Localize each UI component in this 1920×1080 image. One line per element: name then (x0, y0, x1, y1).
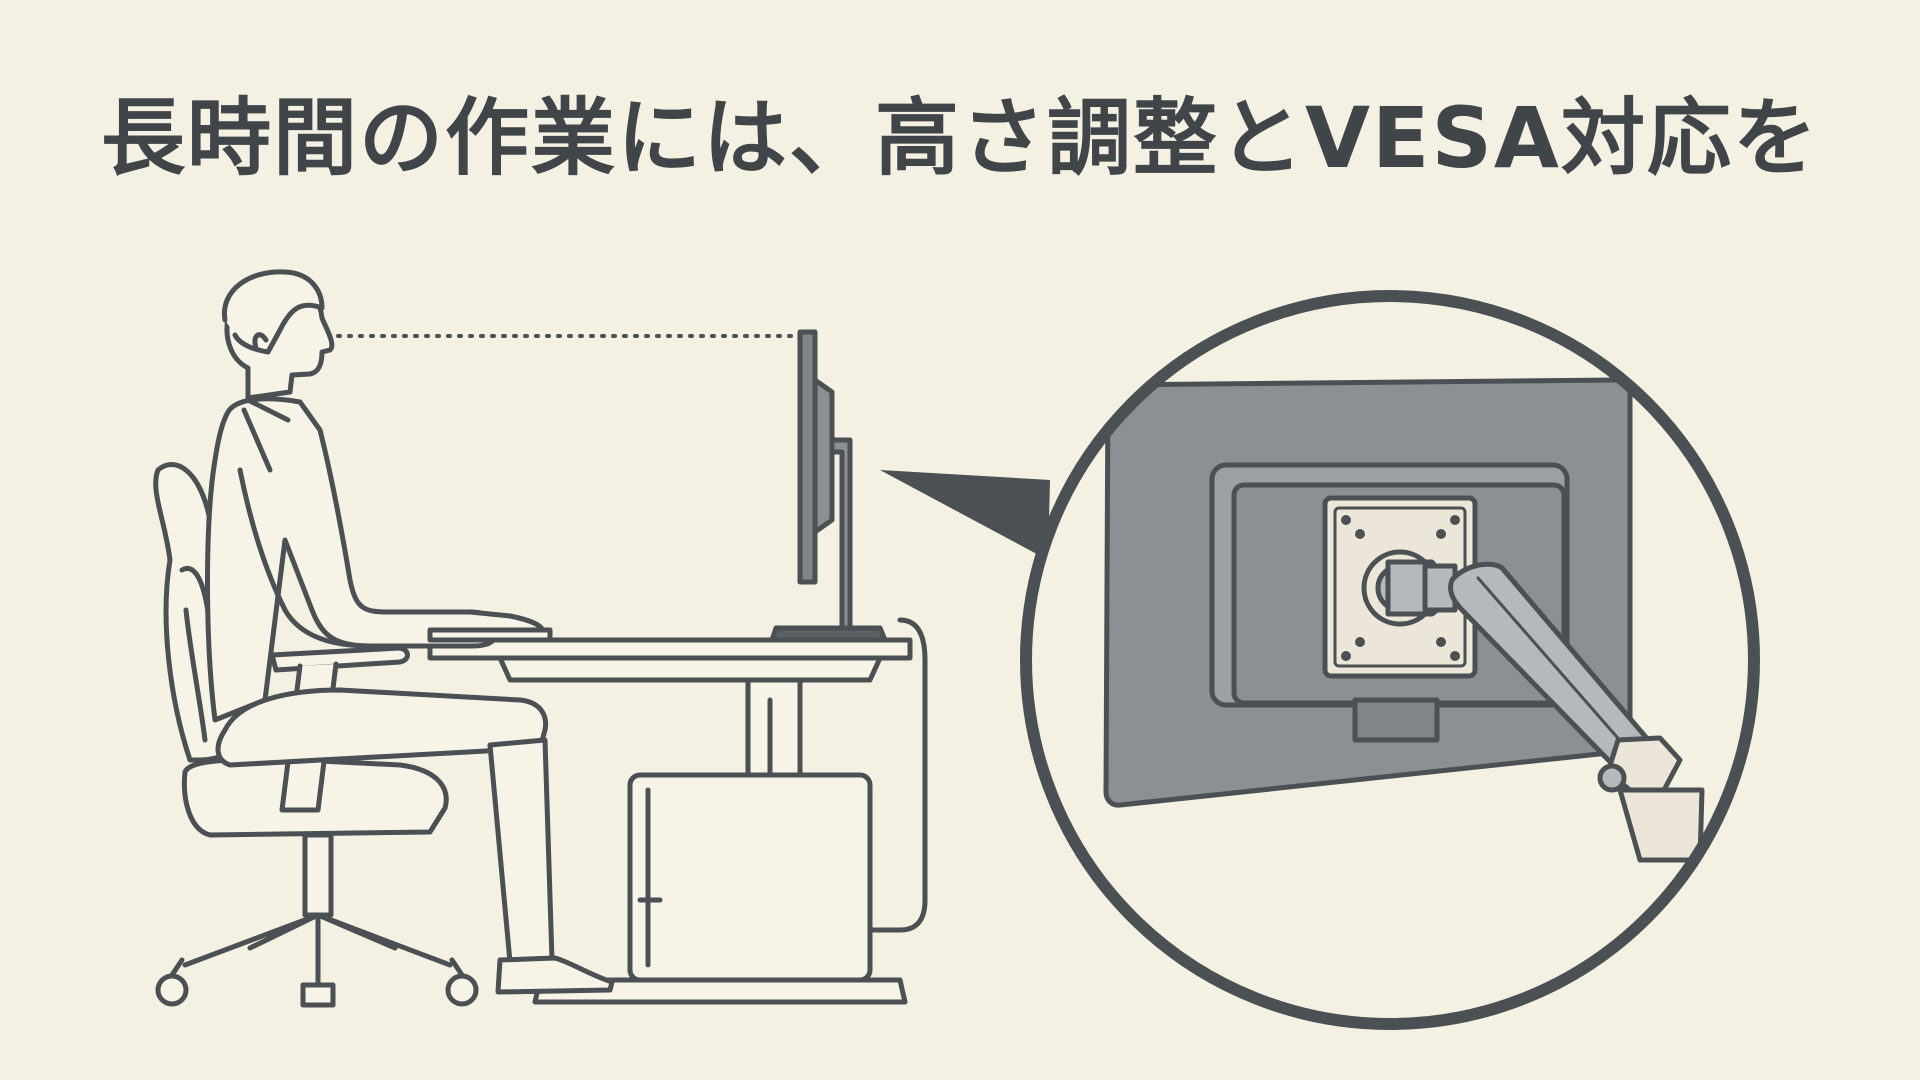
zoom-callout-pointer (880, 470, 1050, 560)
pc-tower-icon (630, 775, 870, 980)
monitor-icon (772, 332, 885, 640)
seated-person-icon (208, 272, 613, 992)
